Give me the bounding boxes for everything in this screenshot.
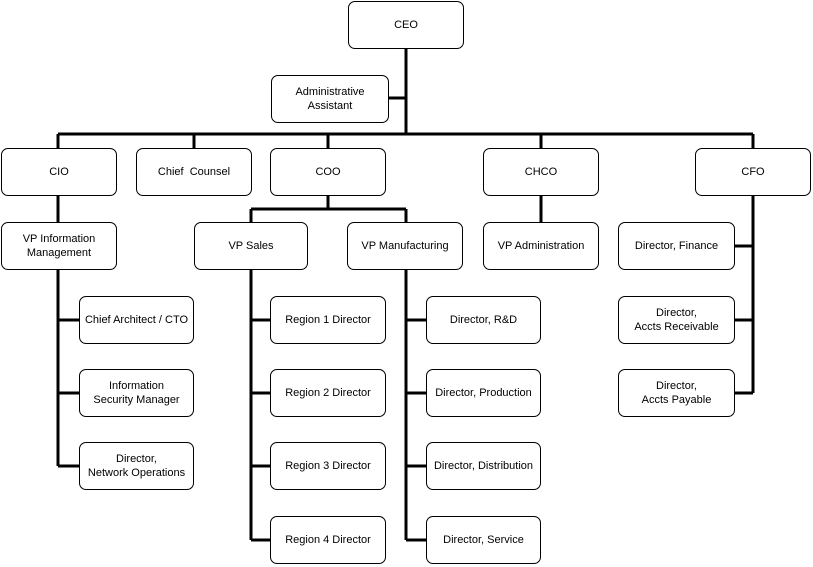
- coo-box: COO: [270, 148, 386, 196]
- director-network-operations-box: Director, Network Operations: [79, 442, 194, 490]
- chco-box: CHCO: [483, 148, 599, 196]
- ceo-label: CEO: [394, 19, 418, 31]
- cio-label: CIO: [49, 166, 69, 178]
- chco-label: CHCO: [524, 166, 558, 178]
- director-production-box: Director, Production: [426, 369, 541, 417]
- admin-assistant-label-line2: Assistant: [307, 100, 353, 112]
- cfo-box: CFO: [695, 148, 811, 196]
- director-accts-payable-box: Director, Accts Payable: [618, 369, 735, 417]
- director-service-box: Director, Service: [426, 516, 541, 564]
- director-network-operations-label-line2: Network Operations: [87, 467, 186, 479]
- director-accts-receivable-label-line2: Accts Receivable: [634, 321, 719, 333]
- vp-sales-box: VP Sales: [194, 222, 308, 270]
- region-3-director-label: Region 3 Director: [285, 460, 371, 472]
- region-2-director-box: Region 2 Director: [270, 369, 386, 417]
- director-distribution-box: Director, Distribution: [426, 442, 541, 490]
- cio-box: CIO: [1, 148, 117, 196]
- vp-information-management-box: VP Information Management: [1, 222, 117, 270]
- chief-counsel-label: Chief Counsel: [157, 166, 231, 178]
- director-accts-receivable-label-line1: Director,: [656, 307, 697, 319]
- director-service-label: Director, Service: [443, 534, 524, 546]
- director-network-operations-label-line1: Director,: [116, 453, 157, 465]
- vp-administration-label: VP Administration: [497, 240, 585, 252]
- cfo-label: CFO: [741, 166, 765, 178]
- chief-architect-cto-box: Chief Architect / CTO: [79, 296, 194, 344]
- director-accts-receivable-box: Director, Accts Receivable: [618, 296, 735, 344]
- director-production-label: Director, Production: [435, 387, 532, 399]
- vp-sales-label: VP Sales: [228, 240, 274, 252]
- vp-information-management-label-line1: VP Information: [22, 233, 96, 245]
- region-1-director-label: Region 1 Director: [285, 314, 371, 326]
- director-accts-payable-label-line2: Accts Payable: [641, 394, 712, 406]
- region-4-director-label: Region 4 Director: [285, 534, 371, 546]
- director-rd-label: Director, R&D: [449, 314, 518, 326]
- chief-counsel-box: Chief Counsel: [136, 148, 252, 196]
- region-4-director-box: Region 4 Director: [270, 516, 386, 564]
- chief-architect-cto-label: Chief Architect / CTO: [84, 314, 189, 326]
- region-2-director-label: Region 2 Director: [285, 387, 371, 399]
- director-rd-box: Director, R&D: [426, 296, 541, 344]
- information-security-manager-label-line1: Information: [108, 380, 165, 392]
- director-distribution-label: Director, Distribution: [433, 460, 534, 472]
- admin-assistant-box: Administrative Assistant: [271, 75, 389, 123]
- vp-manufacturing-label: VP Manufacturing: [361, 240, 449, 252]
- vp-manufacturing-box: VP Manufacturing: [347, 222, 463, 270]
- vp-information-management-label-line2: Management: [26, 247, 92, 259]
- director-finance-box: Director, Finance: [618, 222, 735, 270]
- vp-administration-box: VP Administration: [483, 222, 599, 270]
- region-3-director-box: Region 3 Director: [270, 442, 386, 490]
- coo-label: COO: [315, 166, 341, 178]
- director-accts-payable-label-line1: Director,: [656, 380, 697, 392]
- director-finance-label: Director, Finance: [634, 240, 719, 252]
- region-1-director-box: Region 1 Director: [270, 296, 386, 344]
- information-security-manager-box: Information Security Manager: [79, 369, 194, 417]
- admin-assistant-label-line1: Administrative: [295, 86, 365, 98]
- ceo-box: CEO: [348, 1, 464, 49]
- information-security-manager-label-line2: Security Manager: [93, 394, 180, 406]
